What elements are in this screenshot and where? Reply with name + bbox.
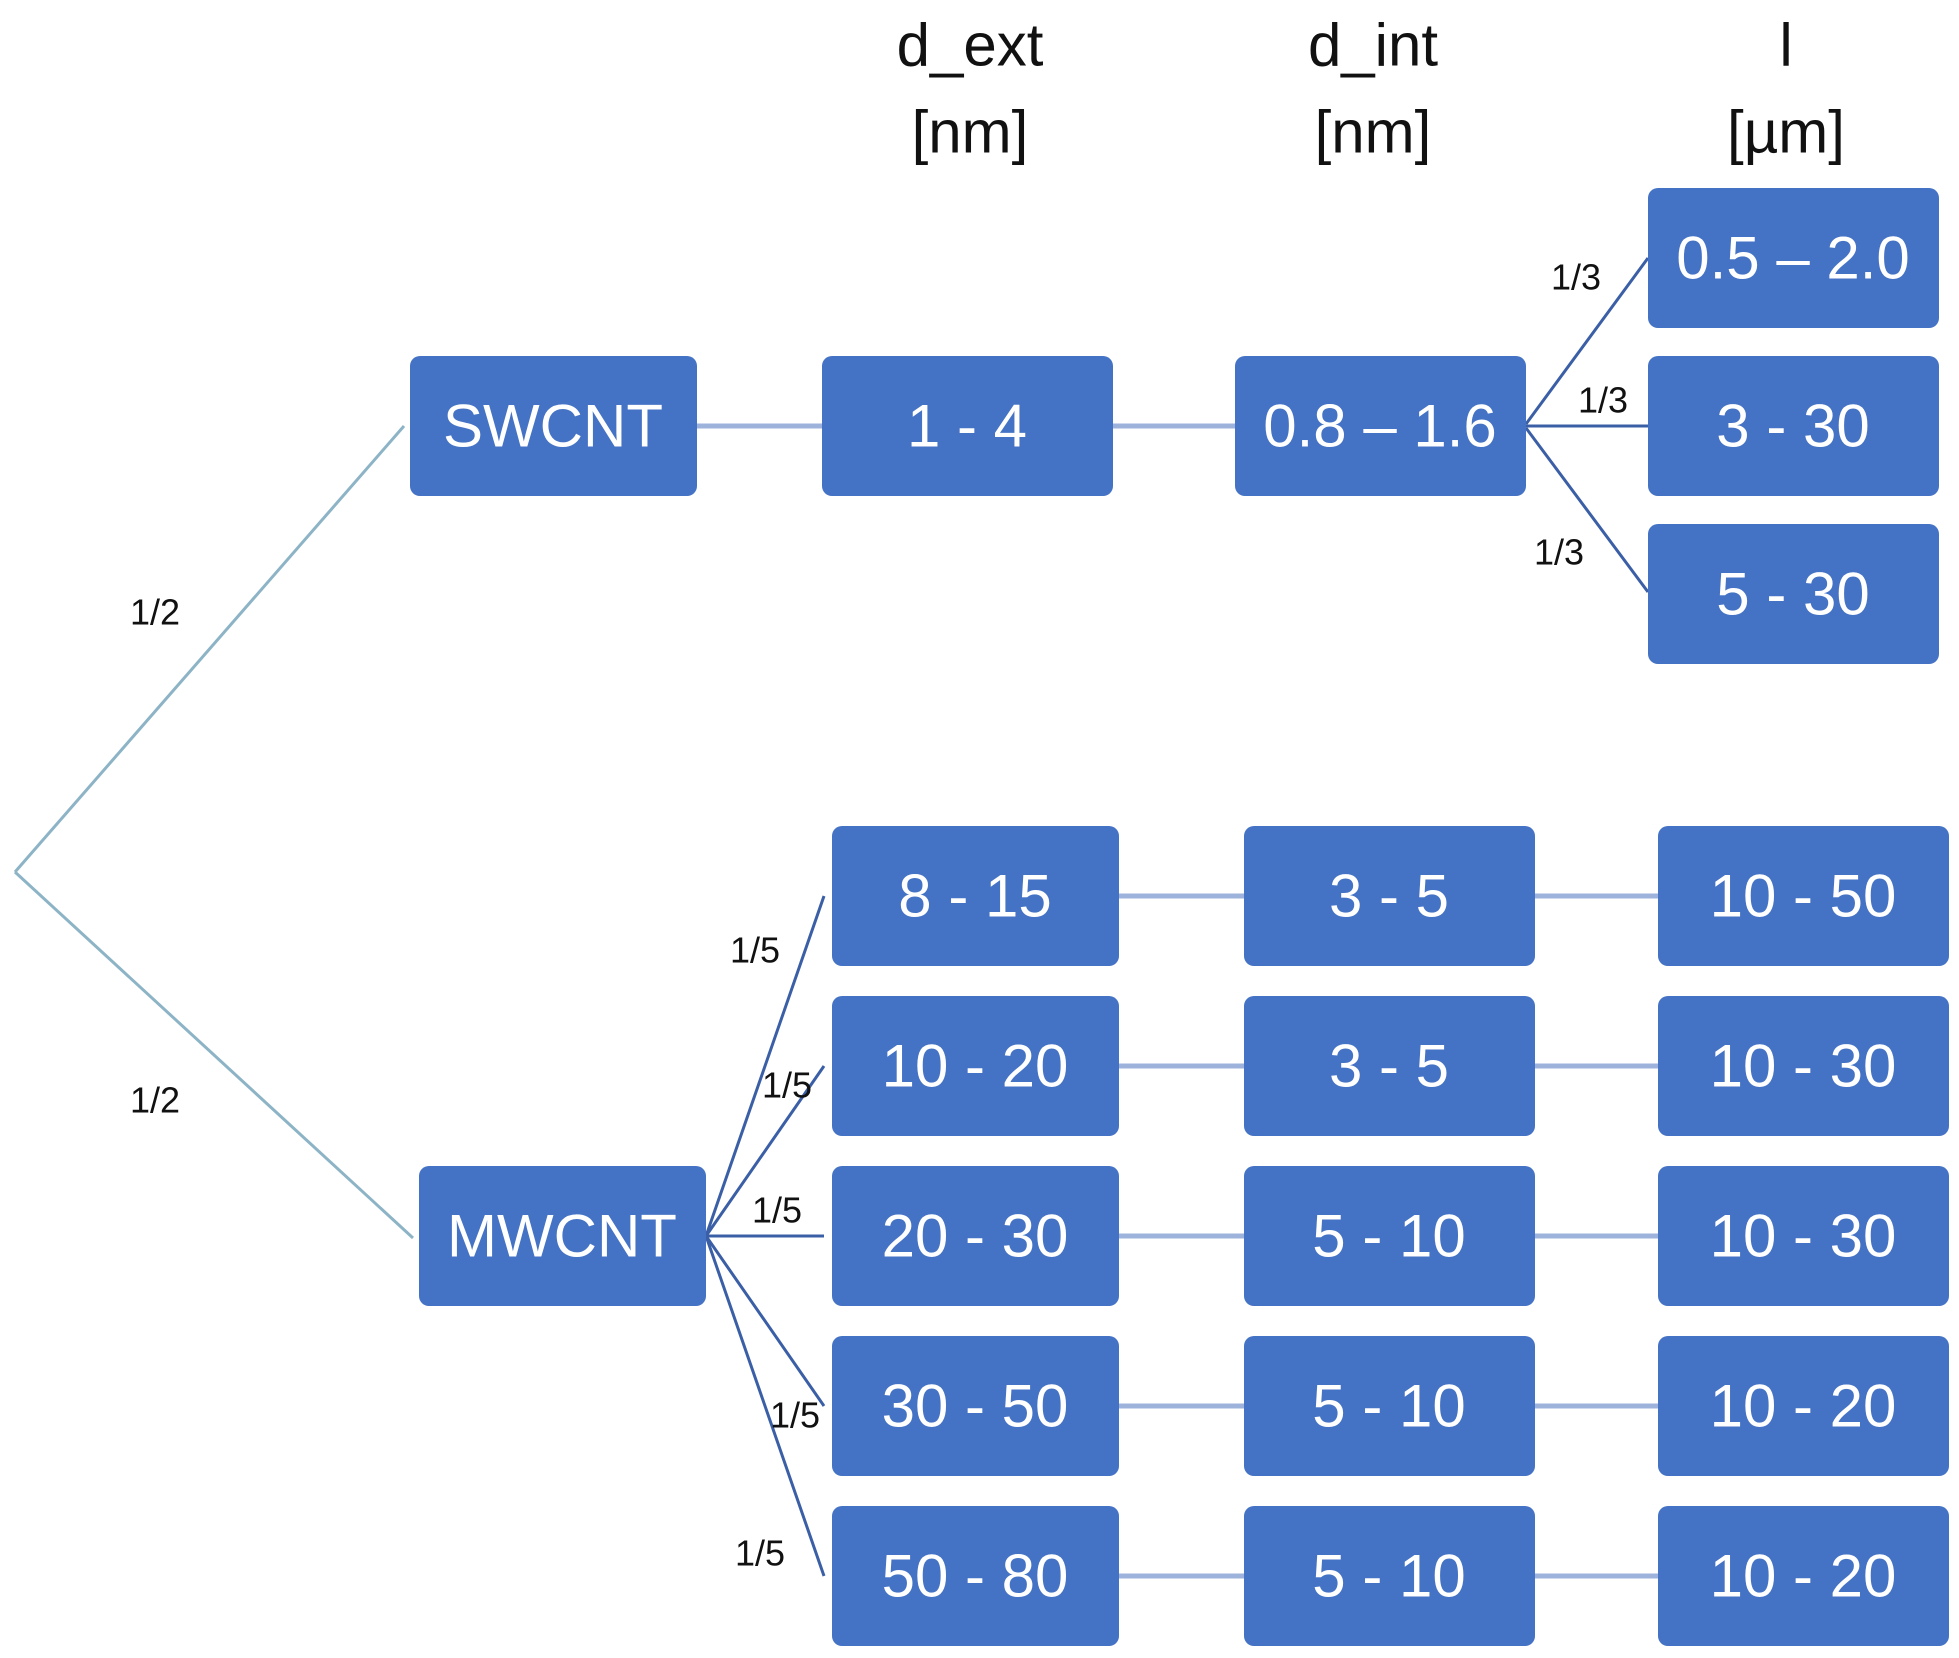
mwcnt-row2-l: 10 - 30 bbox=[1710, 1033, 1897, 1100]
swcnt-length-value-2: 3 - 30 bbox=[1716, 393, 1869, 460]
swcnt-d-ext-box bbox=[822, 356, 1113, 496]
mwcnt-row5-d-int-box bbox=[1244, 1506, 1535, 1646]
mwcnt-prob-1: 1/5 bbox=[730, 930, 780, 971]
swcnt-d-int-node: 0.8 – 1.6 bbox=[1235, 356, 1526, 496]
swcnt-length-value-1: 0.5 – 2.0 bbox=[1676, 225, 1910, 292]
mwcnt-row2-l-box bbox=[1658, 996, 1949, 1136]
swcnt-length-prob-3: 1/3 bbox=[1534, 532, 1584, 573]
swcnt-d-ext-node: 1 - 4 bbox=[822, 356, 1113, 496]
mwcnt-row5-d-int: 5 - 10 bbox=[1312, 1543, 1465, 1610]
mwcnt-row1-d-int: 3 - 5 bbox=[1329, 863, 1449, 930]
mwcnt-node: MWCNT bbox=[419, 1166, 706, 1306]
swcnt-length-value-3: 5 - 30 bbox=[1716, 561, 1869, 628]
mwcnt-prob-4: 1/5 bbox=[770, 1395, 820, 1436]
mwcnt-row4-l: 10 - 20 bbox=[1710, 1373, 1897, 1440]
header-l-name: l bbox=[1779, 12, 1792, 79]
mwcnt-row1-d-ext-box bbox=[832, 826, 1119, 966]
mwcnt-row-5: 50 - 80 5 - 10 10 - 20 bbox=[832, 1506, 1949, 1646]
header-d-ext-name: d_ext bbox=[897, 12, 1044, 79]
swcnt-length-node-2: 3 - 30 bbox=[1648, 356, 1939, 496]
swcnt-length-box-1 bbox=[1648, 188, 1939, 328]
mwcnt-row3-d-ext: 20 - 30 bbox=[882, 1203, 1069, 1270]
mwcnt-row4-d-int: 5 - 10 bbox=[1312, 1373, 1465, 1440]
header-d-int-name: d_int bbox=[1308, 12, 1438, 79]
swcnt-label: SWCNT bbox=[443, 393, 663, 460]
mwcnt-fan-edge-4 bbox=[704, 1235, 826, 1407]
mwcnt-row5-l-box bbox=[1658, 1506, 1949, 1646]
swcnt-branch: 1/3 1/3 1/3 SWCNT 1 - 4 0.8 – 1.6 0.5 – … bbox=[410, 188, 1939, 664]
mwcnt-row4-d-ext: 30 - 50 bbox=[882, 1373, 1069, 1440]
swcnt-length-prob-2: 1/3 bbox=[1578, 380, 1628, 421]
swcnt-length-box-3 bbox=[1648, 524, 1939, 664]
mwcnt-row3-d-int: 5 - 10 bbox=[1312, 1203, 1465, 1270]
swcnt-length-edge-1 bbox=[1524, 257, 1650, 425]
mwcnt-row5-d-ext: 50 - 80 bbox=[882, 1543, 1069, 1610]
mwcnt-row-3: 20 - 30 5 - 10 10 - 30 bbox=[832, 1166, 1949, 1306]
swcnt-d-ext-value: 1 - 4 bbox=[907, 393, 1027, 460]
root-edge-mwcnt bbox=[13, 870, 415, 1240]
mwcnt-row5-l: 10 - 20 bbox=[1710, 1543, 1897, 1610]
mwcnt-row3-l-box bbox=[1658, 1166, 1949, 1306]
mwcnt-row1-d-ext: 8 - 15 bbox=[898, 863, 1051, 930]
root-prob-swcnt: 1/2 bbox=[130, 592, 180, 633]
mwcnt-row4-l-box bbox=[1658, 1336, 1949, 1476]
swcnt-node: SWCNT bbox=[410, 356, 697, 496]
mwcnt-fan-edge-2 bbox=[704, 1065, 826, 1237]
swcnt-length-edge-3 bbox=[1524, 427, 1650, 593]
mwcnt-row5-d-ext-box bbox=[832, 1506, 1119, 1646]
mwcnt-prob-5: 1/5 bbox=[735, 1533, 785, 1574]
mwcnt-row-2: 10 - 20 3 - 5 10 - 30 bbox=[832, 996, 1949, 1136]
mwcnt-row3-l: 10 - 30 bbox=[1710, 1203, 1897, 1270]
mwcnt-row3-d-ext-box bbox=[832, 1166, 1119, 1306]
mwcnt-row1-d-int-box bbox=[1244, 826, 1535, 966]
mwcnt-box bbox=[419, 1166, 706, 1306]
root-prob-mwcnt: 1/2 bbox=[130, 1080, 180, 1121]
swcnt-length-node-1: 0.5 – 2.0 bbox=[1648, 188, 1939, 328]
mwcnt-fan-edge-1 bbox=[704, 895, 826, 1237]
mwcnt-fan-edge-5 bbox=[704, 1235, 826, 1577]
mwcnt-row-1: 8 - 15 3 - 5 10 - 50 bbox=[832, 826, 1949, 966]
mwcnt-prob-3: 1/5 bbox=[752, 1190, 802, 1231]
column-headers: d_ext [nm] d_int [nm] l [µm] bbox=[897, 12, 1845, 166]
swcnt-length-box-2 bbox=[1648, 356, 1939, 496]
mwcnt-row2-d-ext: 10 - 20 bbox=[882, 1033, 1069, 1100]
mwcnt-row4-d-ext-box bbox=[832, 1336, 1119, 1476]
mwcnt-row1-l-box bbox=[1658, 826, 1949, 966]
mwcnt-row-4: 30 - 50 5 - 10 10 - 20 bbox=[832, 1336, 1949, 1476]
mwcnt-prob-2: 1/5 bbox=[762, 1065, 812, 1106]
mwcnt-label: MWCNT bbox=[447, 1203, 677, 1270]
swcnt-box bbox=[410, 356, 697, 496]
mwcnt-row2-d-int: 3 - 5 bbox=[1329, 1033, 1449, 1100]
mwcnt-row2-d-int-box bbox=[1244, 996, 1535, 1136]
mwcnt-row3-d-int-box bbox=[1244, 1166, 1535, 1306]
swcnt-length-node-3: 5 - 30 bbox=[1648, 524, 1939, 664]
mwcnt-row1-l: 10 - 50 bbox=[1710, 863, 1897, 930]
swcnt-d-int-value: 0.8 – 1.6 bbox=[1263, 393, 1497, 460]
root-edge-swcnt bbox=[13, 425, 406, 873]
swcnt-d-int-box bbox=[1235, 356, 1526, 496]
root-edges: 1/2 1/2 bbox=[13, 425, 415, 1240]
header-l-unit: [µm] bbox=[1727, 99, 1845, 166]
mwcnt-branch: 1/5 1/5 1/5 1/5 1/5 MWCNT 8 - 15 3 - 5 1… bbox=[419, 826, 1949, 1646]
swcnt-length-prob-1: 1/3 bbox=[1551, 257, 1601, 298]
mwcnt-row2-d-ext-box bbox=[832, 996, 1119, 1136]
header-d-ext-unit: [nm] bbox=[912, 99, 1029, 166]
mwcnt-row4-d-int-box bbox=[1244, 1336, 1535, 1476]
header-d-int-unit: [nm] bbox=[1315, 99, 1432, 166]
